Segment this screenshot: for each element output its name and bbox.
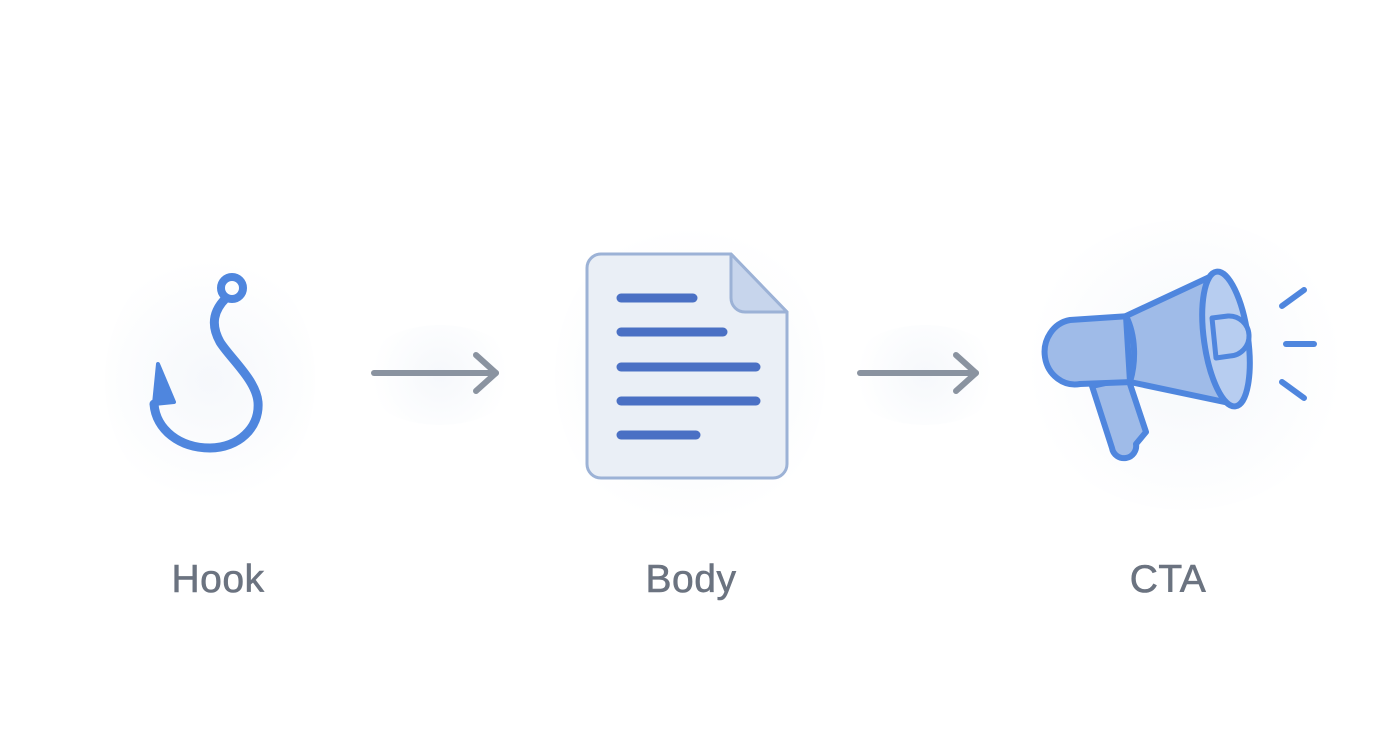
step-label-body: Body [645, 558, 737, 602]
megaphone-icon [1041, 258, 1326, 464]
arrow-right-icon [856, 352, 991, 396]
arrow-right-icon [370, 352, 505, 396]
step-label-hook: Hook [171, 558, 265, 602]
step-label-cta: CTA [1129, 558, 1207, 602]
hook-glow [105, 250, 315, 510]
document-icon [585, 252, 791, 480]
fishing-hook-icon [140, 262, 280, 462]
